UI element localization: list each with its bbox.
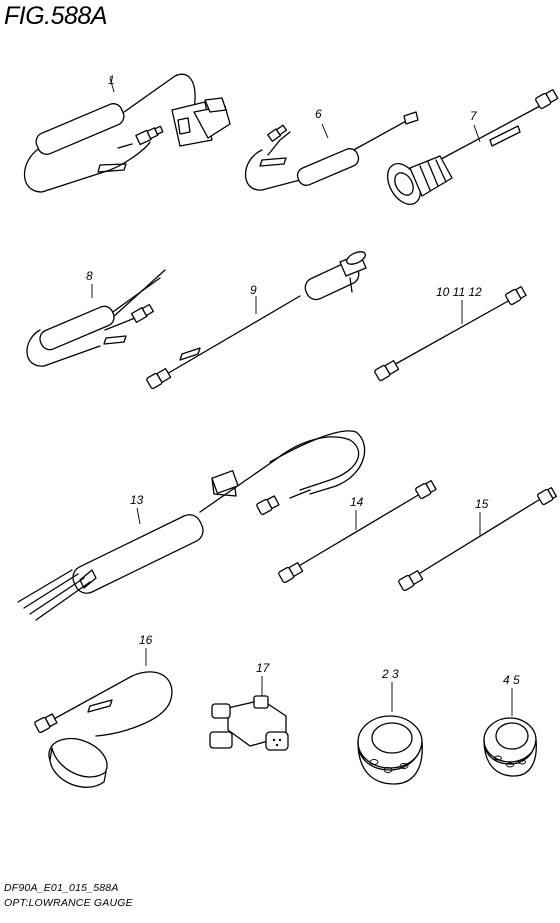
- label-part-1: 1: [108, 73, 115, 87]
- footer-name: OPT:LOWRANCE GAUGE: [4, 897, 133, 909]
- label-part-2-3: 2 3: [381, 667, 399, 681]
- part-15-cable[interactable]: [398, 487, 558, 592]
- part-8-harness[interactable]: [26, 269, 166, 367]
- part-16-sensor[interactable]: [34, 648, 173, 789]
- label-part-14: 14: [350, 495, 364, 509]
- label-part-7: 7: [470, 109, 478, 123]
- part-17-t-connector[interactable]: [209, 676, 289, 751]
- part-14-cable[interactable]: [278, 480, 437, 584]
- part-1-harness[interactable]: [24, 73, 231, 193]
- part-2-3-ring[interactable]: [357, 682, 423, 785]
- label-part-9: 9: [250, 283, 257, 297]
- part-13-harness[interactable]: [17, 430, 366, 621]
- part-4-5-ring[interactable]: [483, 688, 537, 777]
- label-part-8: 8: [86, 269, 93, 283]
- footer-code: DF90A_E01_015_588A: [4, 882, 119, 894]
- part-7-connector[interactable]: [381, 89, 559, 210]
- figure-title: FIG.588A: [4, 2, 108, 30]
- part-10-11-12-cable[interactable]: [374, 286, 527, 382]
- label-part-10-11-12: 10 11 12: [436, 285, 482, 299]
- label-part-6: 6: [315, 107, 322, 121]
- label-part-4-5: 4 5: [503, 673, 520, 687]
- label-part-16: 16: [139, 633, 153, 647]
- label-part-15: 15: [475, 497, 489, 511]
- part-9-cable[interactable]: [146, 249, 367, 390]
- label-part-13: 13: [130, 493, 144, 507]
- part-6-harness[interactable]: [245, 111, 419, 191]
- label-part-17: 17: [256, 661, 271, 675]
